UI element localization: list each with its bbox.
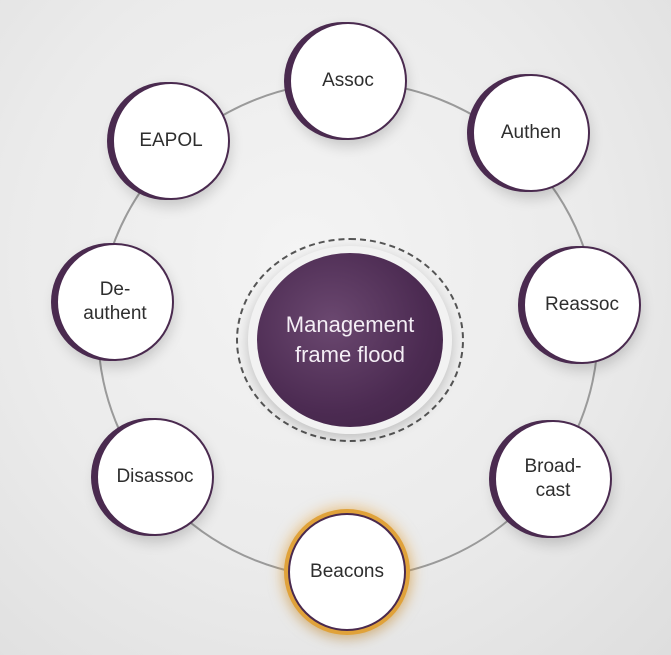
node-reassoc-label: Reassoc	[545, 294, 619, 315]
node-beacons-label: Beacons	[310, 561, 384, 582]
node-broadcast-label: Broad- cast	[524, 456, 582, 501]
node-eapol: EAPOL	[112, 82, 230, 200]
node-deauthent: De- authent	[56, 243, 174, 361]
node-reassoc: Reassoc	[523, 246, 641, 364]
center-dashed-ring	[236, 238, 464, 442]
node-disassoc-label: Disassoc	[116, 466, 194, 487]
node-assoc: Assoc	[289, 22, 407, 140]
center-node-label: Management frame flood	[285, 312, 415, 367]
node-assoc-label: Assoc	[322, 70, 374, 91]
node-disassoc: Disassoc	[96, 418, 214, 536]
node-broadcast: Broad- cast	[494, 420, 612, 538]
node-eapol-label: EAPOL	[139, 130, 203, 151]
node-beacons: Beacons	[288, 513, 406, 631]
node-deauthent-label: De- authent	[83, 279, 147, 324]
center-node: Management frame flood	[257, 253, 443, 427]
node-authen: Authen	[472, 74, 590, 192]
node-authen-label: Authen	[500, 122, 562, 143]
